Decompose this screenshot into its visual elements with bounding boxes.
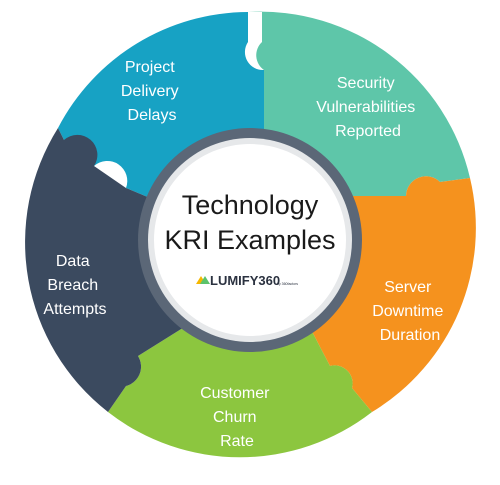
center-disc <box>154 144 346 336</box>
segment-data-breach-attempts: Data Breach Attempts <box>25 128 187 412</box>
segment-label-security-vulnerabilities-reported: Security Vulnerabilities Reported <box>316 75 419 140</box>
segment-label-customer-churn-rate: Customer Churn Rate <box>200 385 274 450</box>
lumify360-logo: LUMIFY360 by 360factors <box>196 273 298 288</box>
center-title-line2: KRI Examples <box>164 225 335 255</box>
logo-tagline: by 360factors <box>277 282 298 286</box>
segment-server-downtime-duration: Server Downtime Duration <box>306 176 476 412</box>
puzzle-piece-server-downtime-duration <box>306 176 476 412</box>
puzzle-piece-security-vulnerabilities-reported <box>248 11 470 196</box>
segment-label-data-breach-attempts: Data Breach Attempts <box>43 253 106 318</box>
puzzle-piece-project-delivery-delays <box>58 12 264 198</box>
segment-security-vulnerabilities-reported: Security Vulnerabilities Reported <box>248 11 470 196</box>
segment-customer-churn-rate: Customer Churn Rate <box>108 320 372 458</box>
logo-brand: LUMIFY360 <box>210 273 280 288</box>
segment-label-server-downtime-duration: Server Downtime Duration <box>372 279 448 344</box>
puzzle-piece-customer-churn-rate <box>108 320 372 458</box>
center-title-line1: Technology <box>182 190 319 220</box>
logo-mark-icon <box>196 276 210 284</box>
puzzle-piece-data-breach-attempts <box>25 128 187 412</box>
segment-label-project-delivery-delays: Project Delivery Delays <box>121 59 183 124</box>
segment-project-delivery-delays: Project Delivery Delays <box>58 12 264 198</box>
